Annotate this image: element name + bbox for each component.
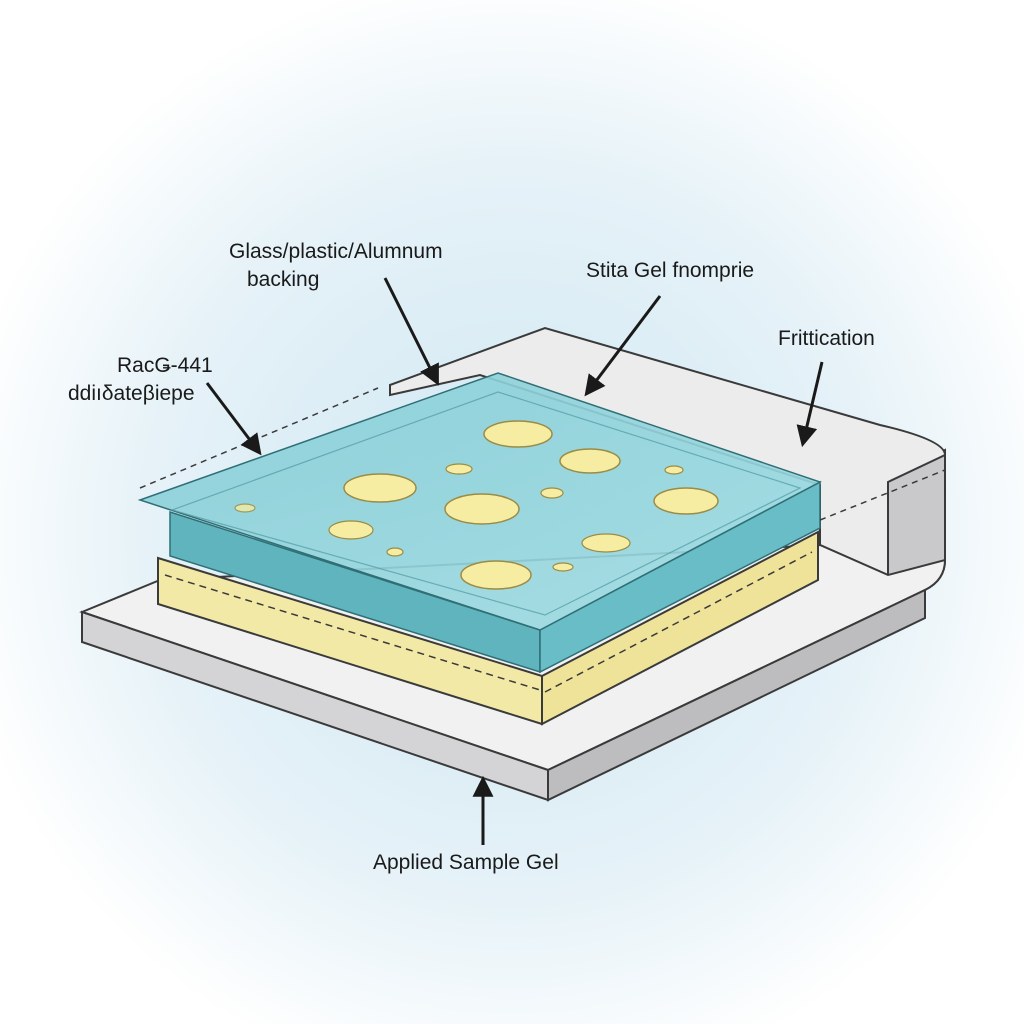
spot [386,547,404,557]
label-left: RacǤ-441 ddiıδateβiepe [68,352,213,408]
arrow-frittication [796,361,824,448]
label-applied-sample-text: Applied Sample Gel [373,851,559,874]
spot [581,533,631,553]
label-frittication-text: Frittication [778,327,875,350]
arrow-silica-gel [584,295,662,397]
spot [328,520,374,540]
yellow-layer-right [541,530,819,726]
label-backing: Glass/plastic/Alumnum backing [229,238,443,294]
gel-inner-edge [170,391,802,616]
spot [460,560,532,590]
spot [444,493,520,525]
label-backing-line1: Glass/plastic/Alumnum [229,240,443,263]
label-left-line1: RacǤ-441 [117,354,213,377]
label-frittication: Frittication [778,325,875,353]
arrow-left-label [205,382,262,456]
label-silica-gel: Stita Gel fnomprie [586,257,754,285]
annotation-arrows [205,277,824,845]
spot [445,463,473,475]
spot [540,487,564,499]
arrow-backing [383,277,439,386]
spot [559,448,621,474]
yellow-layer-dash-front [164,574,541,691]
spot [552,562,574,572]
yellow-layer [157,530,819,726]
yellow-layer-dash-right [544,551,813,693]
label-silica-gel-text: Stita Gel fnomprie [586,259,755,282]
sample-spots [234,420,719,590]
tray-base-right [547,588,926,802]
spot [234,503,256,513]
right-dashed-guide [819,469,946,521]
label-left-line2: ddiıδateβiepe [68,382,195,405]
label-backing-line2: backing [247,268,320,291]
label-applied-sample: Applied Sample Gel [373,849,559,877]
spot [343,473,417,503]
spot [483,420,553,448]
spot [653,487,719,515]
spot [664,465,684,475]
